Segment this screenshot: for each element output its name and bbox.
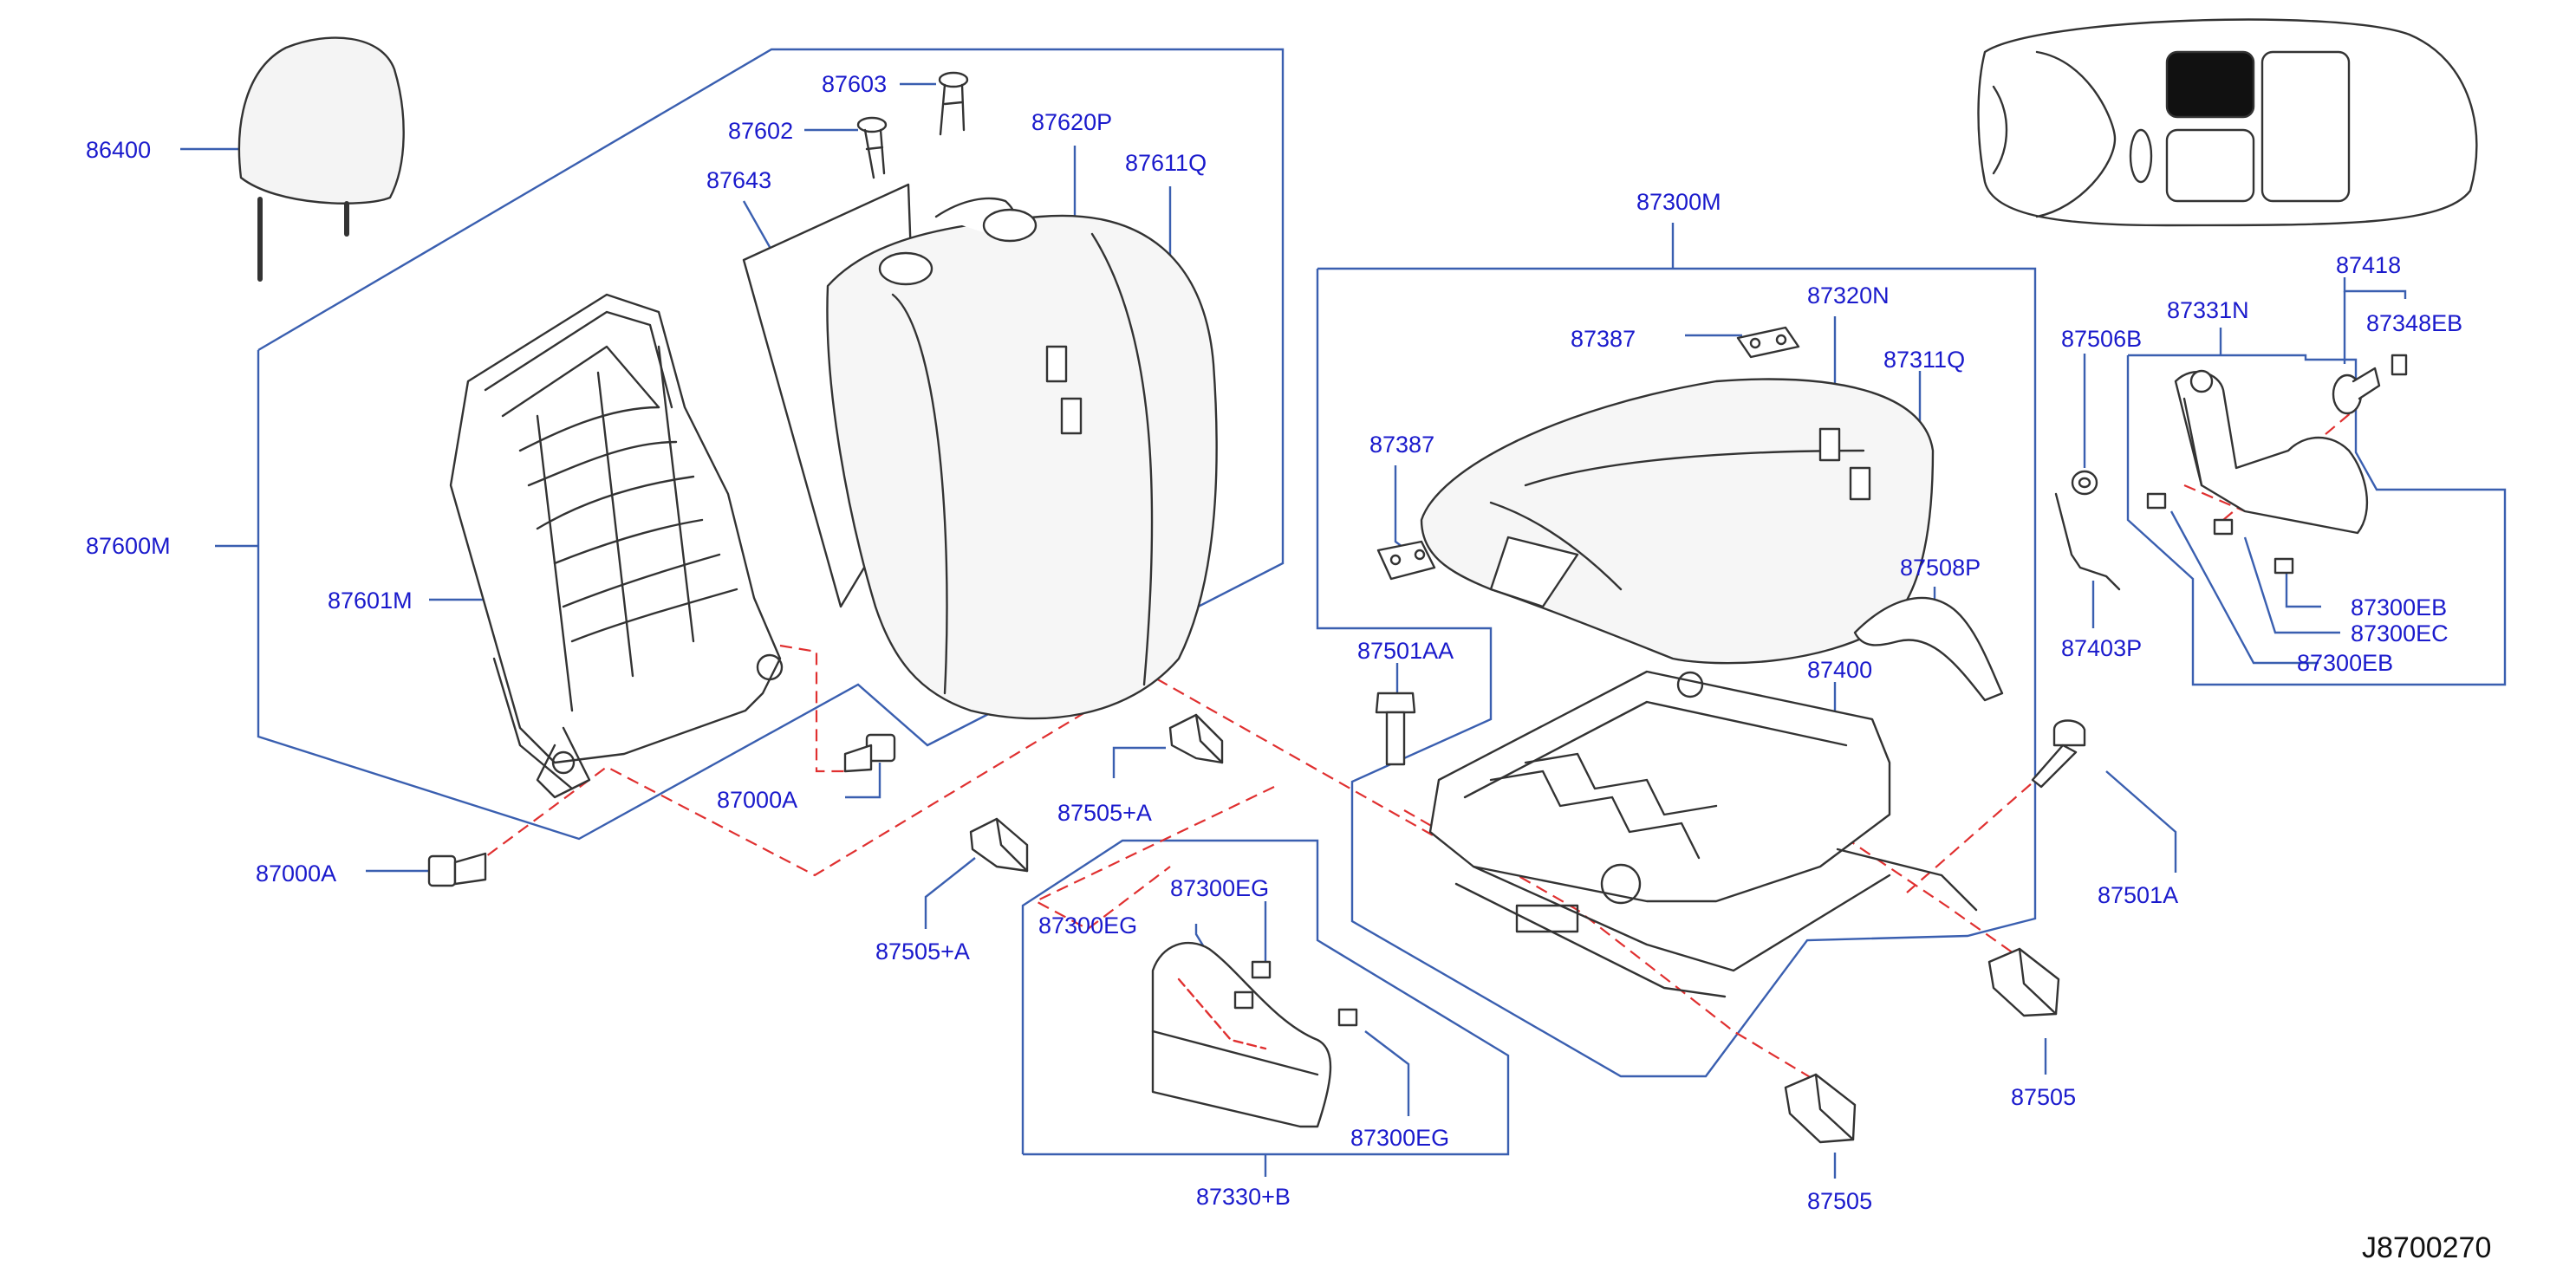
cushion-group-outline bbox=[1316, 267, 2037, 1078]
bolt-87000A-lower bbox=[427, 852, 487, 887]
leader-87418 bbox=[2343, 277, 2407, 299]
callout-87400: 87400 bbox=[1807, 657, 1873, 683]
callout-87501AA: 87501AA bbox=[1357, 638, 1454, 664]
seat-cushion-87300M bbox=[1420, 378, 1935, 665]
seat-frame-87400 bbox=[1428, 670, 1978, 998]
backrest-group-outline bbox=[257, 48, 1285, 841]
leader-87387-b bbox=[1394, 465, 1414, 555]
leader-87000A-a bbox=[845, 763, 881, 799]
rail-cover-87505A-upper bbox=[1168, 713, 1224, 764]
washer-87506B bbox=[2071, 470, 2098, 496]
leader-87300EC bbox=[2243, 536, 2340, 634]
cable-87403P bbox=[2054, 492, 2121, 591]
dashed-trim bbox=[1033, 786, 1275, 931]
leader-87643 bbox=[742, 200, 771, 248]
car-locator-icon bbox=[1977, 18, 2478, 227]
callout-87505A-lower: 87505+A bbox=[875, 939, 970, 964]
callout-87300EB-upper: 87300EB bbox=[2351, 594, 2448, 620]
guide-pin-87603 bbox=[938, 71, 969, 136]
side-cover-87331N bbox=[2174, 369, 2369, 535]
rail-cover-87505A-lower bbox=[969, 817, 1029, 873]
callout-87508P: 87508P bbox=[1900, 555, 1981, 581]
callout-87620P: 87620P bbox=[1031, 109, 1113, 135]
side-trim-87508P bbox=[1853, 596, 2004, 702]
callout-87505-bottom: 87505 bbox=[1807, 1188, 1873, 1214]
clip-87300EG-parts bbox=[1233, 960, 1358, 1027]
callout-87611Q: 87611Q bbox=[1125, 150, 1207, 176]
side-group-outline bbox=[2126, 354, 2507, 686]
callout-87300EG-c: 87300EG bbox=[1350, 1125, 1450, 1151]
callout-87418: 87418 bbox=[2336, 252, 2402, 278]
callout-87387-lower: 87387 bbox=[1369, 432, 1435, 458]
dashed-lower-bolt bbox=[472, 672, 1435, 877]
callout-87601M: 87601M bbox=[328, 588, 413, 614]
rail-cover-87505-bottom bbox=[1784, 1073, 1857, 1144]
headrest-86400 bbox=[237, 36, 405, 282]
callout-87603: 87603 bbox=[822, 71, 888, 97]
knob-87348EB bbox=[2332, 367, 2381, 415]
callout-87330B: 87330+B bbox=[1196, 1184, 1291, 1210]
dashed-backrest-bolt bbox=[779, 644, 845, 773]
clip-87387-upper bbox=[1736, 326, 1800, 359]
clips-87300EB-EC bbox=[2146, 492, 2294, 575]
leader-87501A bbox=[2105, 770, 2177, 873]
guide-pin-87602 bbox=[856, 116, 888, 179]
callout-87311Q: 87311Q bbox=[1883, 347, 1966, 373]
callout-87000A-lower: 87000A bbox=[256, 861, 337, 887]
callout-87300EG-b: 87300EG bbox=[1170, 875, 1270, 901]
callout-87501A: 87501A bbox=[2098, 882, 2179, 908]
bolt-87501A bbox=[2031, 719, 2086, 789]
bolt-87501AA bbox=[1375, 692, 1416, 766]
leader-87505A-a bbox=[1112, 746, 1166, 778]
backrest-trim-87620P bbox=[826, 197, 1218, 720]
callout-87506B: 87506B bbox=[2061, 326, 2143, 352]
leader-87300EB-b bbox=[2169, 510, 2319, 665]
side-finisher-87330 bbox=[1151, 941, 1332, 1128]
callout-86400: 86400 bbox=[86, 137, 152, 163]
callout-87600M: 87600M bbox=[86, 533, 171, 559]
dashed-clip bbox=[2183, 484, 2246, 513]
callout-87300M: 87300M bbox=[1636, 189, 1721, 215]
leader-87505A-b bbox=[924, 857, 976, 929]
callout-87300EC: 87300EC bbox=[2351, 620, 2449, 646]
clip-87387-lower bbox=[1376, 540, 1436, 581]
leader-87300EG-c bbox=[1364, 1030, 1410, 1116]
callout-87300EG-a: 87300EG bbox=[1038, 913, 1138, 939]
callout-87505A-upper: 87505+A bbox=[1057, 800, 1152, 826]
parts-art bbox=[237, 18, 2478, 1144]
callout-87320N: 87320N bbox=[1807, 283, 1890, 309]
callout-87300EB-lower: 87300EB bbox=[2297, 650, 2394, 676]
bolt-87000A-upper bbox=[843, 733, 896, 773]
leader-87300EB-a bbox=[2285, 572, 2321, 608]
callout-87403P: 87403P bbox=[2061, 635, 2143, 661]
leader-lines bbox=[180, 48, 2507, 1179]
callout-87505-right: 87505 bbox=[2011, 1084, 2077, 1110]
dashed-rear-bolt bbox=[1906, 770, 2046, 893]
diagram-code: J8700270 bbox=[2362, 1231, 2492, 1264]
callout-87602: 87602 bbox=[728, 118, 794, 144]
callout-87387-upper: 87387 bbox=[1571, 326, 1636, 352]
callout-87643: 87643 bbox=[706, 167, 772, 193]
callout-87331N: 87331N bbox=[2167, 297, 2249, 323]
cap-87418 bbox=[2391, 354, 2408, 376]
backrest-frame-87601M bbox=[449, 293, 784, 799]
trim-group-outline bbox=[1021, 839, 1510, 1156]
callout-87000A-upper: 87000A bbox=[717, 787, 798, 813]
callout-87348EB: 87348EB bbox=[2366, 310, 2463, 336]
rail-cover-87505-right bbox=[1987, 947, 2060, 1017]
